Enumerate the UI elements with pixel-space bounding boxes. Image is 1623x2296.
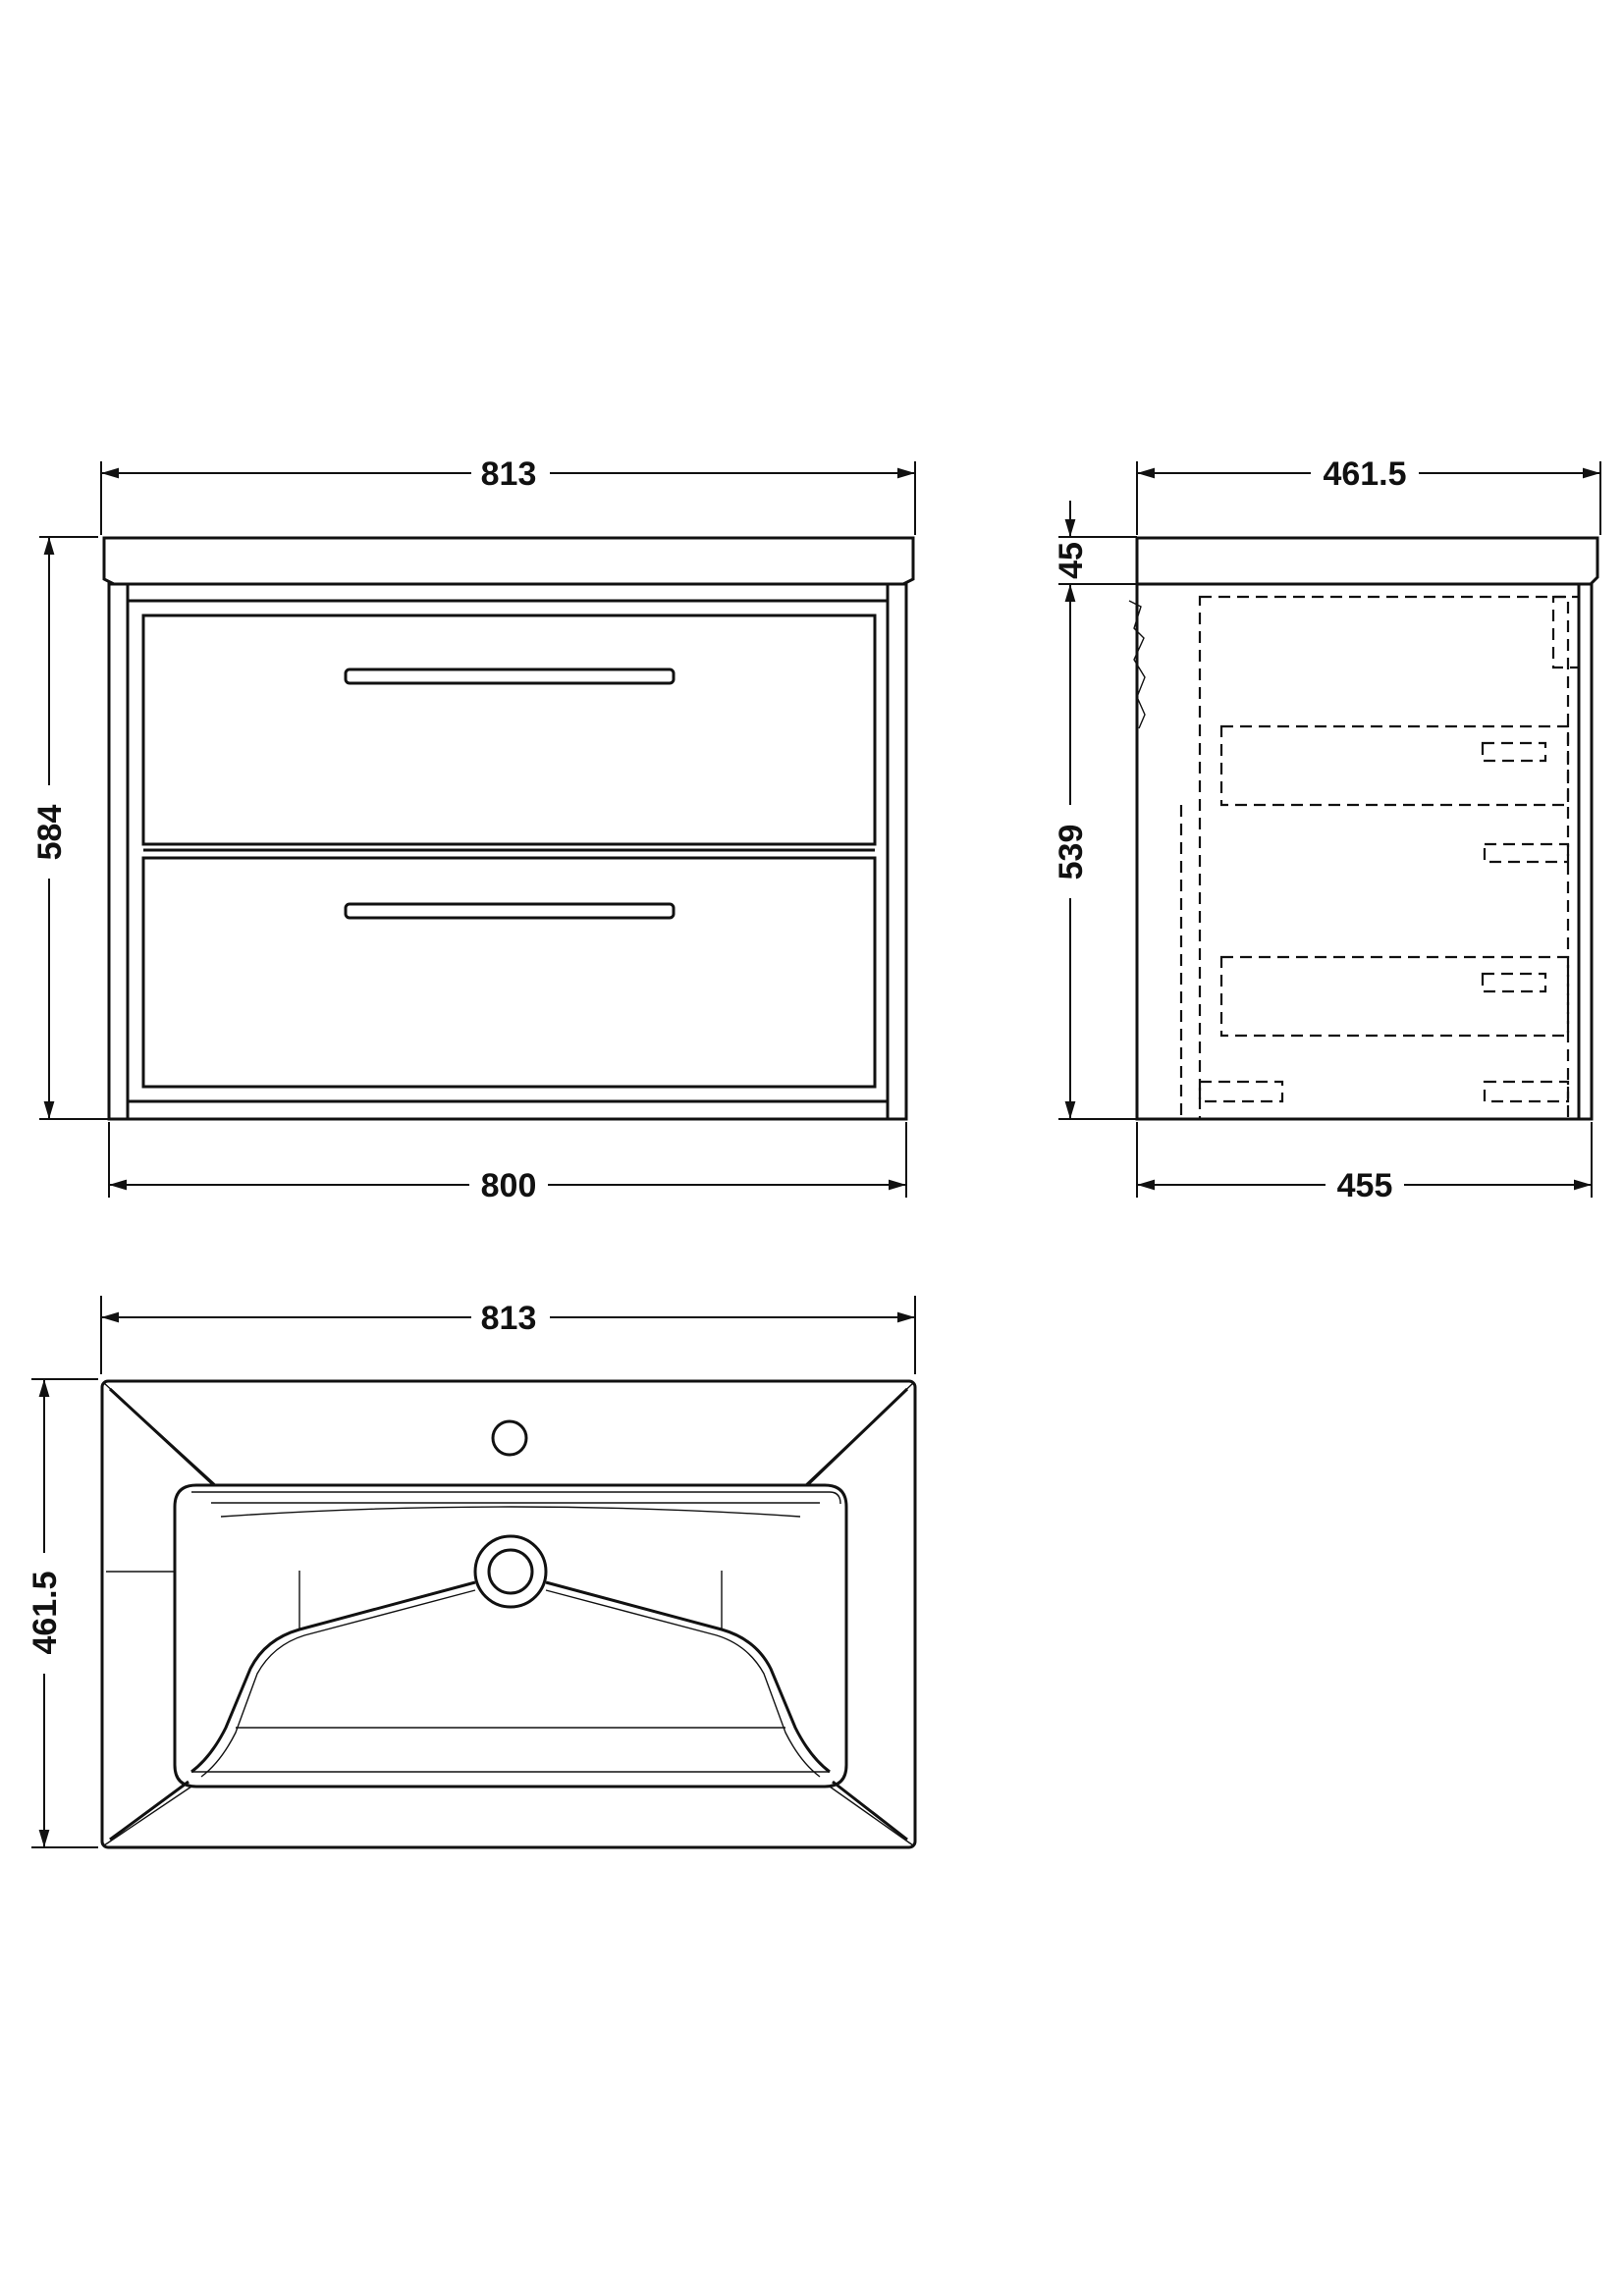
plughole-outer-icon <box>473 1534 548 1609</box>
side-top-thickness-dimension: 45 <box>1053 501 1137 620</box>
plan-depth-dimension: 461.5 <box>27 1378 98 1848</box>
plan-width-label: 813 <box>481 1300 537 1337</box>
plan-view: 813 461.5 <box>27 1296 917 1849</box>
front-top-drawer-handle <box>344 667 676 685</box>
side-basin-top <box>1135 536 1599 586</box>
front-bottom-width-label: 800 <box>481 1167 537 1204</box>
front-basin-top <box>102 536 915 586</box>
side-bottom-depth-dimension: 455 <box>1136 1122 1593 1204</box>
front-height-dimension: 584 <box>31 536 108 1120</box>
plan-depth-label: 461.5 <box>27 1571 64 1654</box>
front-carcass <box>107 582 908 1121</box>
plan-bowl <box>173 1483 848 1789</box>
side-carcass <box>1135 582 1594 1121</box>
front-top-drawer <box>141 614 877 846</box>
front-top-width-label: 813 <box>481 455 537 493</box>
side-body-height-dimension: 539 <box>1053 620 1137 1120</box>
plan-width-dimension: 813 <box>100 1296 916 1374</box>
side-top-depth-dimension: 461.5 <box>1136 455 1601 535</box>
side-top-thickness-label: 45 <box>1053 542 1090 579</box>
tap-hole-icon <box>491 1419 528 1457</box>
side-top-depth-label: 461.5 <box>1323 455 1406 493</box>
plughole-inner-icon <box>487 1548 534 1595</box>
side-elevation: 461.5 45 539 <box>1053 455 1601 1204</box>
side-hidden-lines <box>1128 595 1581 1121</box>
front-height-label: 584 <box>31 805 69 861</box>
side-bottom-depth-label: 455 <box>1337 1167 1393 1204</box>
front-bottom-drawer <box>141 856 877 1089</box>
front-top-width-dimension: 813 <box>100 455 916 535</box>
front-bottom-width-dimension: 800 <box>108 1122 907 1204</box>
side-body-height-label: 539 <box>1053 825 1090 881</box>
plan-basin-outline <box>100 1379 917 1849</box>
front-bottom-drawer-handle <box>344 902 676 920</box>
front-elevation: 813 584 800 <box>31 455 916 1204</box>
